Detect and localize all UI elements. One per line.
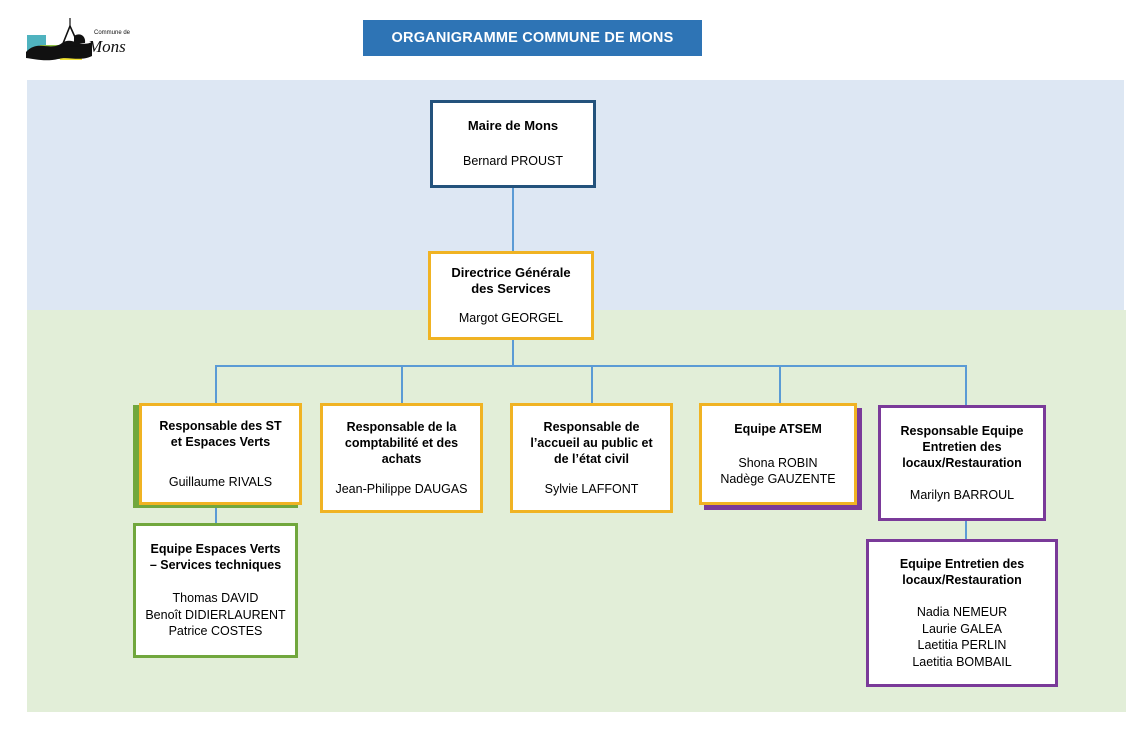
- node-equipe-ev-people: Thomas DAVID Benoît DIDIERLAURENT Patric…: [145, 591, 286, 639]
- node-responsable-entretien-restauration[interactable]: Responsable Equipe Entretien des locaux/…: [878, 405, 1046, 521]
- node-equipe-entretien-role: Equipe Entretien des locaux/Restauration: [899, 557, 1025, 587]
- connector-bus-to-resp-compta: [401, 365, 403, 403]
- node-equipe-atsem[interactable]: Equipe ATSEM Shona ROBIN Nadège GAUZENTE: [699, 403, 857, 505]
- node-responsable-accueil-etat-civil[interactable]: Responsable de l’accueil au public et de…: [510, 403, 673, 513]
- node-dgs-role: Directrice Générale des Services: [451, 264, 571, 297]
- node-directrice-generale-services[interactable]: Directrice Générale des Services Margot …: [428, 251, 594, 340]
- connector-bus-to-resp-st: [215, 365, 217, 403]
- connector-maire-to-dgs: [512, 188, 514, 251]
- node-maire-people: Bernard PROUST: [462, 154, 564, 169]
- logo-mons-text: Mons: [87, 37, 126, 56]
- logo-commune-text: Commune de: [94, 30, 131, 36]
- page-title: ORGANIGRAMME COMMUNE DE MONS: [391, 30, 674, 46]
- node-maire-role: Maire de Mons: [467, 118, 559, 134]
- node-resp-entretien-role: Responsable Equipe Entretien des locaux/…: [900, 423, 1024, 470]
- node-equipe-espaces-verts[interactable]: Equipe Espaces Verts – Services techniqu…: [133, 523, 298, 658]
- connector-resp-st-to-equipe-ev: [215, 508, 217, 523]
- connector-bus-to-resp-entretien: [965, 365, 967, 405]
- connector-horizontal-bus: [215, 365, 966, 367]
- node-resp-accueil-people: Sylvie LAFFONT: [544, 481, 639, 496]
- node-resp-compta-people: Jean-Philippe DAUGAS: [335, 481, 468, 496]
- node-responsable-comptabilite-achats[interactable]: Responsable de la comptabilité et des ac…: [320, 403, 483, 513]
- connector-dgs-down: [512, 340, 514, 365]
- connector-resp-entretien-to-equipe: [965, 521, 967, 539]
- node-maire-de-mons[interactable]: Maire de Mons Bernard PROUST: [430, 100, 596, 188]
- node-equipe-entretien-restauration[interactable]: Equipe Entretien des locaux/Restauration…: [866, 539, 1058, 687]
- node-resp-accueil-role: Responsable de l’accueil au public et de…: [530, 419, 653, 466]
- page-title-banner: ORGANIGRAMME COMMUNE DE MONS: [363, 20, 702, 56]
- connector-bus-to-equipe-atsem: [779, 365, 781, 403]
- node-equipe-entretien-people: Nadia NEMEUR Laurie GALEA Laetitia PERLI…: [912, 605, 1012, 669]
- node-resp-st-role: Responsable des ST et Espaces Verts: [159, 418, 282, 449]
- node-responsable-st-espaces-verts[interactable]: Responsable des ST et Espaces Verts Guil…: [139, 403, 302, 505]
- node-dgs-people: Margot GEORGEL: [458, 310, 564, 325]
- node-resp-compta-role: Responsable de la comptabilité et des ac…: [344, 419, 459, 466]
- connector-bus-to-resp-accueil: [591, 365, 593, 403]
- node-equipe-ev-role: Equipe Espaces Verts – Services techniqu…: [149, 542, 282, 573]
- node-resp-st-people: Guillaume RIVALS: [168, 474, 273, 489]
- node-equipe-atsem-role: Equipe ATSEM: [734, 421, 822, 436]
- node-equipe-atsem-people: Shona ROBIN Nadège GAUZENTE: [720, 455, 836, 487]
- node-resp-entretien-people: Marilyn BARROUL: [909, 487, 1015, 502]
- commune-de-mons-logo: Commune de Mons: [24, 12, 140, 68]
